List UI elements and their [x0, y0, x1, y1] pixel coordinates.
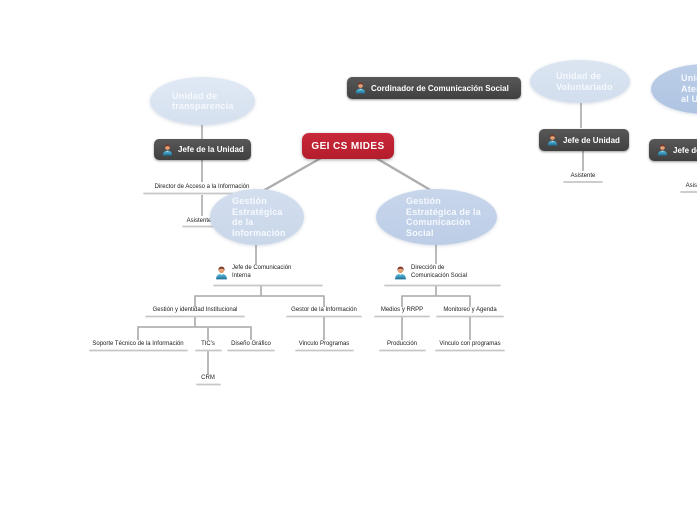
person-icon	[547, 134, 558, 146]
button-jefe-de-unidad-usuario[interactable]: Jefe de Unidad	[649, 139, 697, 161]
person-icon	[657, 144, 668, 156]
topic-label: Unidad de	[681, 73, 697, 84]
topic-unidad-transparencia[interactable]: Unidad de transparencia	[150, 77, 255, 125]
label-gestion-identidad[interactable]: Gestión y identidad Institucional	[152, 307, 238, 313]
button-label: Jefe de la Unidad	[178, 145, 244, 154]
label-gestor-informacion[interactable]: Gestor de la Información	[291, 307, 357, 313]
label-jefe-comunicacion-interna[interactable]: Jefe de Comunicación Interna	[215, 265, 291, 280]
topic-label: Información	[232, 227, 286, 238]
topic-label: Gestión	[406, 196, 441, 206]
topic-label: al Usuario	[681, 94, 697, 105]
label-soporte-tecnico[interactable]: Soporte Técnico de la Información	[92, 341, 184, 347]
label-director-acceso[interactable]: Director de Acceso a la Información	[154, 184, 250, 190]
label-diseno-grafico[interactable]: Diseño Gráfico	[231, 341, 271, 347]
topic-label: Estratégica	[232, 206, 283, 217]
topic-gestion-estrategica-comunicacion-social[interactable]: Gestión Estratégica de la Comunicación S…	[376, 189, 497, 245]
label-monitoreo-agenda[interactable]: Monitoreo y Agenda	[443, 307, 497, 313]
person-icon	[162, 144, 173, 156]
topic-unidad-atencion-usuario[interactable]: Unidad de Atención al Usuario	[651, 64, 697, 114]
topic-label: de la	[232, 217, 254, 227]
topic-unidad-voluntariado[interactable]: Unidad de Voluntariado	[530, 60, 630, 103]
label-asistente-voluntariado[interactable]: Asistente	[570, 173, 596, 179]
person-icon	[394, 266, 407, 280]
topic-label: Estratégica de la	[406, 206, 481, 217]
button-jefe-de-unidad-voluntariado[interactable]: Jefe de Unidad	[539, 129, 629, 151]
label-tics[interactable]: TIC's	[201, 341, 215, 347]
label-crm[interactable]: CRM	[201, 375, 215, 381]
label-line: Interna	[232, 272, 251, 279]
topic-label: Voluntariado	[556, 81, 613, 92]
label-line: Dirección de	[411, 265, 445, 271]
label-direccion-comunicacion-social[interactable]: Dirección de Comunicación Social	[394, 265, 467, 280]
topic-label: Social	[406, 227, 434, 238]
button-label: Cordinador de Comunicación Social	[371, 83, 509, 93]
topic-label: Unidad de	[172, 90, 218, 101]
person-icon	[355, 82, 366, 94]
button-jefe-de-la-unidad[interactable]: Jefe de la Unidad	[154, 139, 251, 160]
topic-gestion-estrategica-informacion[interactable]: Gestión Estratégica de la Información	[210, 189, 304, 245]
topic-label: Gestión	[232, 196, 267, 206]
root-label: GEI CS MIDES	[311, 140, 385, 152]
label-vinculo-con-programas[interactable]: Vinculo con programas	[439, 341, 501, 347]
button-label: Jefe de Unidad	[563, 135, 620, 145]
label-medios-rrpp[interactable]: Medios y RRPP	[380, 307, 424, 313]
topic-label: Unidad de	[556, 71, 602, 81]
topic-label: transparencia	[172, 101, 234, 111]
root-topic[interactable]: GEI CS MIDES	[302, 133, 394, 159]
button-label: Jefe de Unidad	[673, 145, 697, 155]
button-cordinador-comunicacion-social[interactable]: Cordinador de Comunicación Social	[347, 77, 521, 99]
person-icon	[215, 266, 228, 280]
label-line: Jefe de Comunicación	[232, 265, 292, 271]
label-produccion[interactable]: Producción	[386, 341, 418, 347]
label-vinculo-programas[interactable]: Vinculo Programas	[298, 341, 350, 347]
topic-label: Comunicación	[406, 217, 471, 227]
label-asistente-usuario[interactable]: Asistente	[685, 183, 697, 189]
topic-label: Atención	[681, 83, 697, 94]
label-line: Comunicación Social	[411, 272, 468, 279]
label-asistente-transparencia[interactable]: Asistente	[186, 218, 212, 224]
